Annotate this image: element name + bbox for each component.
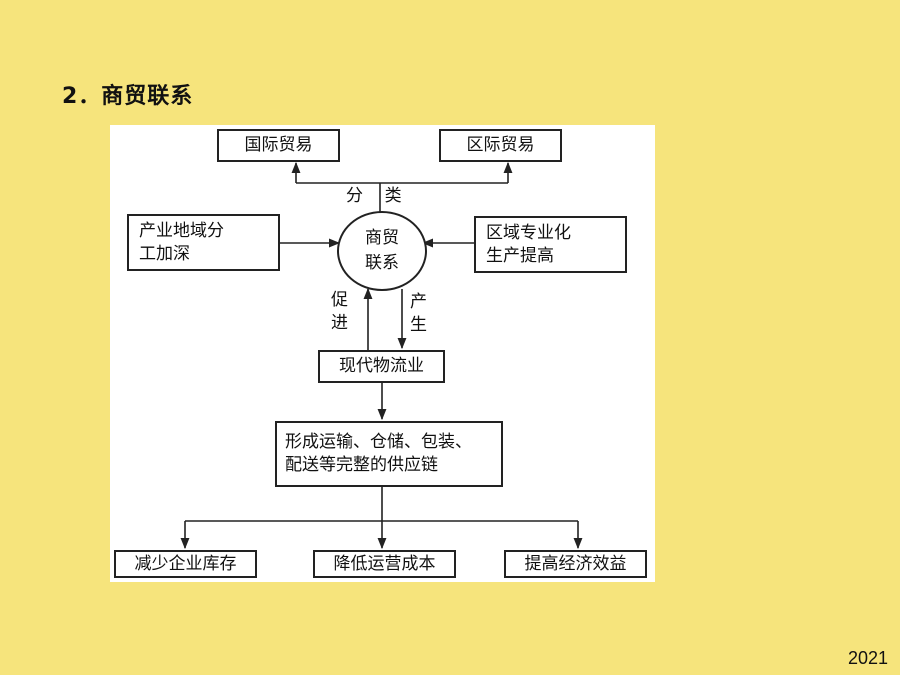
trade-link-circle: 商贸 联系 — [337, 211, 427, 291]
outcome-reduce-inventory: 减少企业库存 — [114, 550, 257, 578]
supply-chain-box: 形成运输、仓储、包装、 配送等完整的供应链 — [275, 421, 503, 487]
diagram-panel: 国际贸易 区际贸易 分 类 产业地域分 工加深 商贸 联系 区域专业化 生产提高… — [110, 125, 655, 582]
specialization-box: 区域专业化 生产提高 — [474, 216, 627, 273]
section-heading: 2．商贸联系 — [62, 84, 194, 109]
classify-label: 分 类 — [346, 186, 402, 206]
footer-year: 2021 — [847, 648, 888, 668]
intl-trade-box: 国际贸易 — [217, 129, 340, 162]
connector-lines — [180, 161, 583, 550]
produce-label: 产 生 — [410, 292, 427, 335]
promote-label: 促 进 — [331, 290, 348, 333]
outcome-lower-costs: 降低运营成本 — [313, 550, 456, 578]
outcome-improve-benefit: 提高经济效益 — [504, 550, 647, 578]
interregional-trade-box: 区际贸易 — [439, 129, 562, 162]
modern-logistics-box: 现代物流业 — [318, 350, 445, 383]
division-deepening-box: 产业地域分 工加深 — [127, 214, 280, 271]
